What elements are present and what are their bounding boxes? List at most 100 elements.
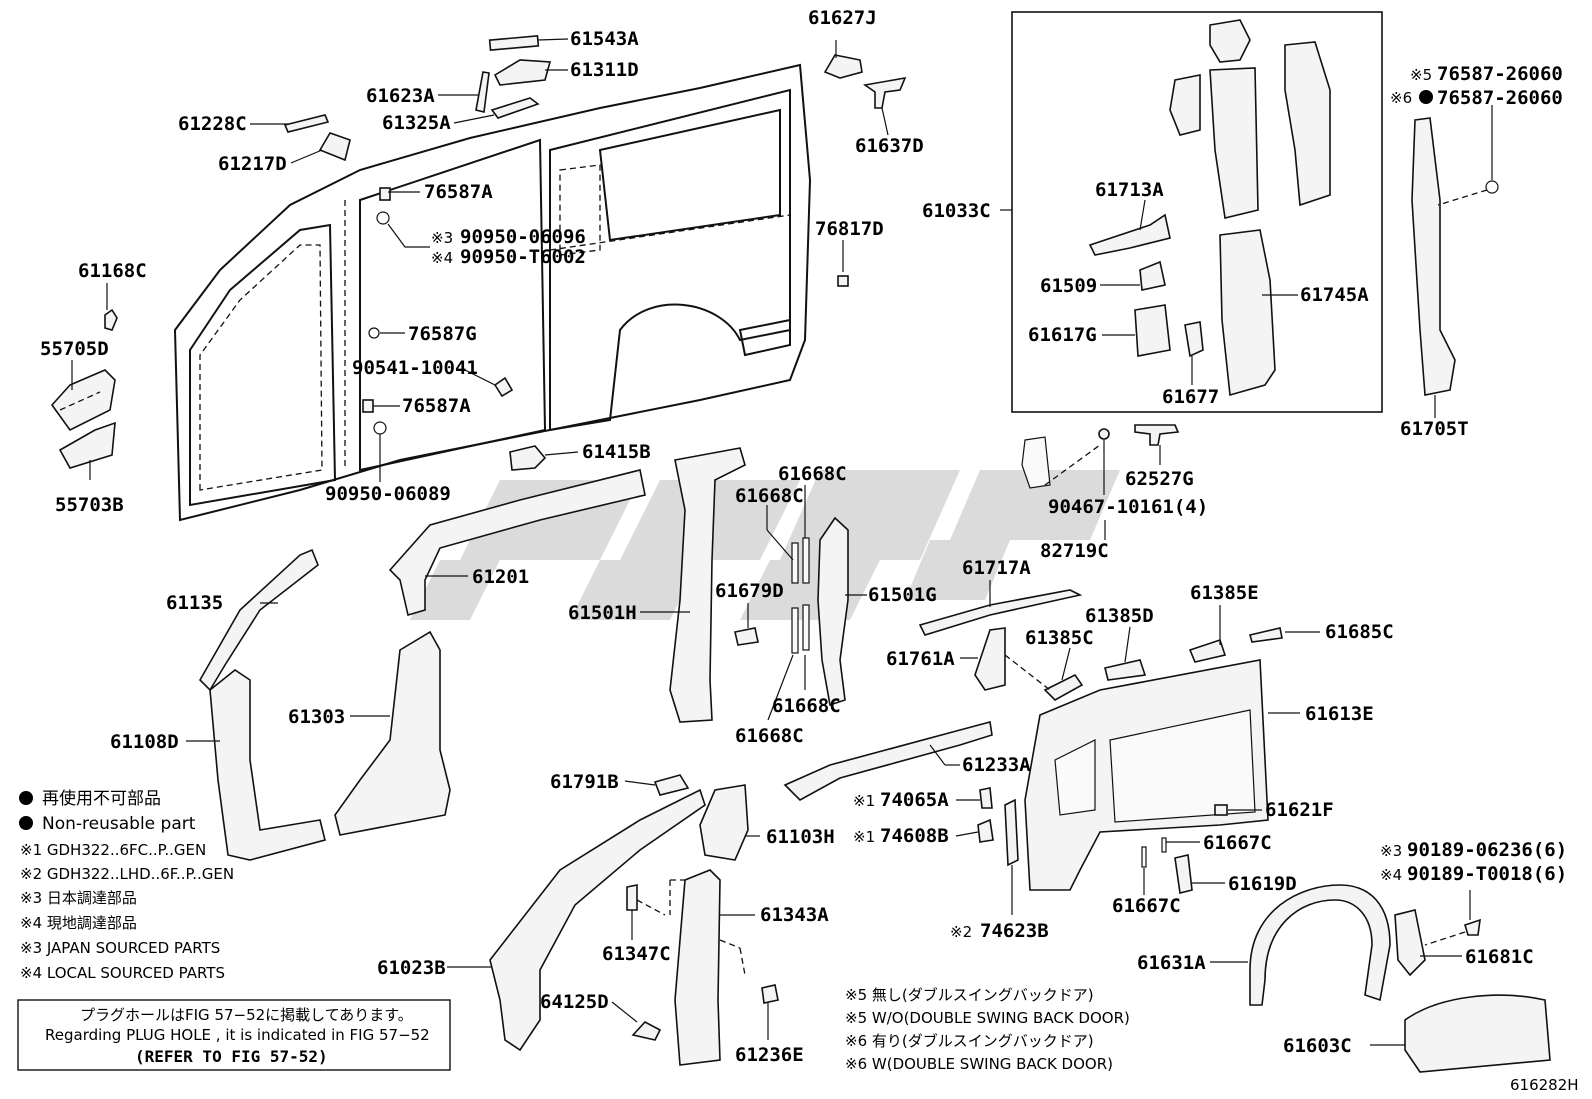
part-61217D[interactable] (318, 132, 351, 162)
label-61713A: 61713A (1095, 179, 1164, 201)
part-61713A[interactable] (1088, 213, 1171, 256)
label-61023B: 61023B (377, 957, 446, 979)
label-61501G: 61501G (868, 584, 937, 606)
part-61236E[interactable] (761, 984, 779, 1004)
part-61745A[interactable] (1219, 229, 1276, 397)
part-61509[interactable] (1139, 260, 1166, 291)
part-61677[interactable] (1184, 321, 1204, 358)
part-82719C[interactable] (1021, 436, 1051, 489)
part-76587A-clip-1[interactable] (379, 187, 391, 201)
label-61135: 61135 (166, 592, 223, 614)
label-61679D: 61679D (715, 580, 784, 602)
label-90541-10041: 90541-10041 (352, 357, 478, 379)
legend-non-reusable-en: Non-reusable part (42, 814, 196, 834)
label-74623B: 74623B (980, 920, 1049, 942)
label-61761A: 61761A (886, 648, 955, 670)
plug-hole-en: Regarding PLUG HOLE , it is indicated in… (45, 1026, 430, 1044)
part-55703B[interactable] (58, 421, 116, 469)
part-74608B[interactable] (977, 818, 994, 843)
legend-note-1: ※1 GDH322..6FC..P..GEN (20, 841, 206, 859)
door-notes: ※5 無し(ダブルスイングバックドア) ※5 W/O(DOUBLE SWING … (845, 986, 1130, 1073)
part-61681C[interactable] (1394, 909, 1426, 977)
plug-hole-reference: プラグホールはFIG 57−52に掲載してあります。 Regarding PLU… (17, 999, 451, 1071)
part-61705T[interactable] (1411, 117, 1456, 396)
part-64125D[interactable] (631, 1021, 662, 1041)
label-61385C: 61385C (1025, 627, 1094, 649)
part-61233A[interactable] (783, 720, 993, 801)
part-61637D[interactable] (862, 76, 907, 109)
part-61617G[interactable] (1134, 304, 1171, 357)
part-61667C-a[interactable] (1161, 837, 1167, 853)
part-61415B[interactable] (509, 445, 547, 471)
part-61668C-strips[interactable] (791, 537, 810, 654)
part-90189-clip[interactable] (1464, 918, 1481, 936)
part-61023B[interactable] (489, 788, 706, 1052)
label-61347C: 61347C (602, 943, 671, 965)
label-61668C-3: 61668C (772, 695, 841, 717)
part-61667C-b[interactable] (1141, 846, 1147, 868)
part-76817D[interactable] (837, 275, 849, 287)
part-61501H[interactable] (669, 447, 746, 723)
part-plug-90950-06096[interactable] (376, 211, 390, 225)
part-90541-10041[interactable] (493, 376, 514, 398)
label-76587-26060-a: 76587-26060 (1437, 63, 1563, 85)
label-76817D: 76817D (815, 218, 884, 240)
part-61303[interactable] (334, 630, 451, 836)
part-61228C[interactable] (283, 114, 330, 133)
part-61347C[interactable] (626, 884, 638, 911)
part-61385C[interactable] (1043, 673, 1084, 701)
part-61325A[interactable] (490, 97, 540, 119)
part-61619D[interactable] (1174, 854, 1193, 894)
part-61201[interactable] (388, 469, 646, 617)
label-82719C: 82719C (1040, 540, 1109, 562)
figure-code: 616282H (1510, 1076, 1579, 1094)
part-74623B[interactable] (1004, 798, 1019, 867)
non-reusable-dot-legend-2 (19, 816, 33, 830)
legend-non-reusable-jp: 再使用不可部品 (42, 788, 161, 809)
label-61543A: 61543A (570, 28, 639, 50)
part-61343A[interactable] (674, 869, 721, 1066)
part-61791B[interactable] (653, 774, 690, 796)
label-61033C: 61033C (922, 200, 991, 222)
part-61613E[interactable] (1024, 659, 1269, 891)
part-61543A[interactable] (488, 35, 540, 51)
part-61135[interactable] (199, 548, 319, 692)
part-61685C[interactable] (1248, 627, 1283, 643)
part-61033C-upper[interactable] (1169, 19, 1331, 219)
part-61168C[interactable] (104, 308, 118, 331)
part-76587-26060-plug[interactable] (1485, 180, 1499, 194)
part-62527G[interactable] (1134, 424, 1180, 446)
label-90189-06236: 90189-06236(6) (1407, 839, 1567, 861)
legend-note-2: ※2 GDH322..LHD..6F..P..GEN (20, 865, 234, 883)
label-74608B: 74608B (880, 825, 949, 847)
part-61679D[interactable] (734, 627, 759, 646)
part-61631A[interactable] (1249, 884, 1391, 1006)
door-note-5-jp: ※5 無し(ダブルスイングバックドア) (845, 986, 1094, 1004)
part-61311D[interactable] (493, 59, 552, 86)
part-61627J[interactable] (823, 54, 863, 79)
label-61509: 61509 (1040, 275, 1097, 297)
part-61761A[interactable] (974, 627, 1006, 691)
part-61385D[interactable] (1104, 659, 1147, 681)
part-61621F[interactable] (1214, 804, 1228, 816)
part-61108D[interactable] (209, 669, 326, 861)
part-76587A-clip-2[interactable] (362, 399, 374, 413)
part-76587G[interactable] (368, 327, 380, 339)
part-74065A[interactable] (979, 787, 993, 809)
part-61623A[interactable] (475, 71, 490, 113)
label-61311D: 61311D (570, 59, 639, 81)
side-body-panel[interactable] (173, 63, 812, 522)
label-61325A: 61325A (382, 112, 451, 134)
part-61603C[interactable] (1404, 994, 1551, 1073)
label-61233A: 61233A (962, 754, 1031, 776)
part-plug-90950-06089[interactable] (373, 421, 387, 435)
part-55705D[interactable] (50, 369, 116, 432)
label-61631A: 61631A (1137, 952, 1206, 974)
part-61501G[interactable] (817, 516, 849, 707)
label-61677: 61677 (1162, 386, 1219, 408)
part-90467-10161[interactable] (1098, 428, 1110, 440)
part-61385E[interactable] (1188, 638, 1227, 663)
part-61103H[interactable] (699, 784, 749, 861)
label-76587G: 76587G (408, 323, 477, 345)
